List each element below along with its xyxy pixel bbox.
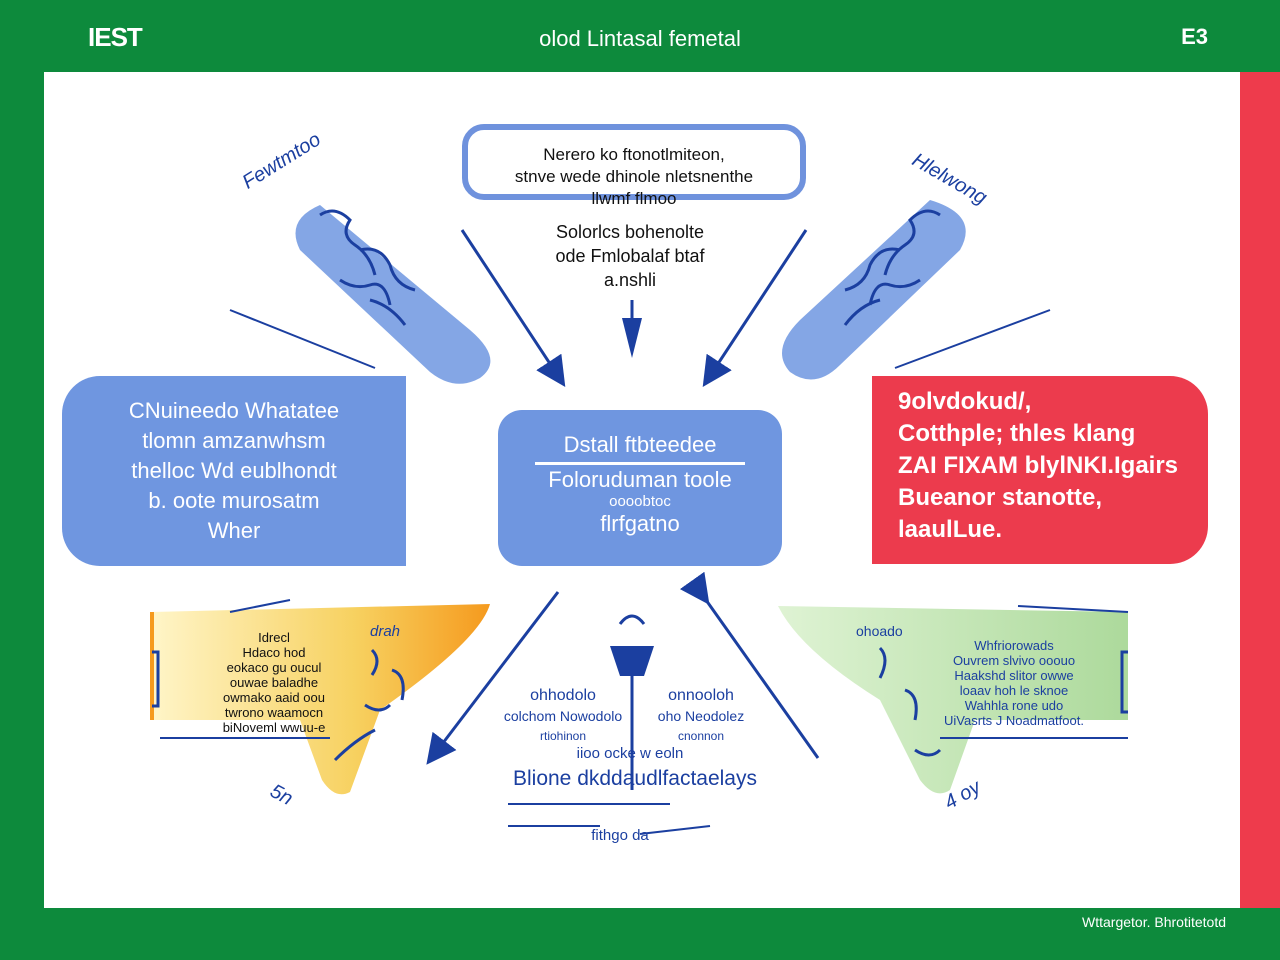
page-title: olod Lintasal femetal	[539, 26, 741, 51]
right-box-line-4: Bueanor stanotte,	[898, 484, 1103, 511]
green-wedge-scribbles	[878, 646, 942, 757]
top-description-line-3: a.nshli	[603, 270, 657, 290]
left-box-line-4: b. oote murosatm	[148, 488, 320, 513]
left-connector-line	[229, 309, 376, 369]
left-panel-line-3: ouwae baladhe	[229, 675, 319, 690]
arrow-top-left	[460, 229, 566, 388]
arrow-bottom-left	[426, 591, 560, 765]
header-bar	[0, 0, 1280, 72]
right-panel-line-3: Haakshd slitor owwe	[954, 668, 1074, 683]
center-box-line-3: oooobtoc	[609, 493, 671, 510]
left-panel-text: Idrecl Hdaco hod eokaco gu oucul ouwae b…	[204, 630, 344, 735]
center-box-divider	[535, 462, 745, 465]
center-box-line-4: flrfgatno	[600, 511, 680, 536]
right-panel-line-4: loaav hoh le sknoe	[959, 683, 1069, 698]
bottom-small-line: fithgo da	[591, 827, 649, 844]
bottom-left-line-2: colchom Nowodolo	[503, 708, 623, 724]
arrow-top-right	[702, 229, 808, 388]
footer-credit: Wttargetor. Bhrotitetotd	[1082, 914, 1226, 930]
left-panel-title: Idrecl	[258, 630, 290, 645]
left-panel-tag: drah	[370, 623, 401, 640]
right-box-line-1: 9olvdokud/,	[898, 388, 1032, 415]
bottom-right-line-2: oho Neodolez	[657, 708, 745, 724]
bottom-left-text: ohhodolo colchom Nowodolo rtiohinon	[498, 686, 628, 746]
top-right-scribbles	[843, 209, 941, 326]
right-panel-line-2: Ouvrem slvivo ooouo	[952, 653, 1076, 668]
top-description-line-2: ode Fmlobalaf btaf	[555, 246, 705, 266]
center-box-line-2: Foloruduman toole	[548, 467, 732, 492]
top-callout-line-1: Nerero ko ftonotlmiteon,	[543, 145, 725, 164]
right-connector-line	[894, 309, 1051, 369]
right-box-line-5: laaulLue.	[898, 516, 1003, 543]
bottom-right-line-1: onnooloh	[668, 687, 734, 704]
left-panel-line-4: owmako aaid oou	[223, 690, 325, 705]
right-panel-line-6: UiVasrts J Noadmatfoot.	[944, 713, 1084, 728]
left-box-line-3: thelloc Wd eublhondt	[131, 458, 337, 483]
bottom-right-line-3: cnonnon	[677, 729, 725, 743]
right-info-box: 9olvdokud/, Cotthple; thles klang ZAI FI…	[872, 376, 1208, 564]
arrow-bottom-right	[679, 571, 820, 759]
yellow-wedge	[152, 604, 490, 795]
left-panel-line-1: Hdaco hod	[242, 645, 306, 660]
top-callout-line-2: stnve wede dhinole nletsnenthe	[514, 167, 754, 186]
right-panel-text: Whfriorowads Ouvrem slvivo ooouo Haakshd…	[924, 638, 1104, 728]
top-description-line-1: Solorlcs bohenolte	[555, 222, 705, 242]
center-hub-box: Dstall ftbteedee Foloruduman toole oooob…	[498, 410, 782, 566]
top-callout-line-3: llwmf flmoo	[591, 189, 677, 208]
left-panel-line-2: eokaco gu oucul	[226, 660, 322, 675]
center-box-line-1: Dstall ftbteedee	[563, 432, 717, 457]
left-panel-line-5: twrono waamocn	[224, 705, 324, 720]
left-info-box: CNuineedo Whatatee tlomn amzanwhsm thell…	[62, 376, 406, 566]
corner-badge: E3	[1181, 24, 1208, 49]
bottom-left-line-3: rtiohinon	[539, 729, 587, 743]
arrow-top-down-head	[622, 318, 642, 358]
bottom-wide-line: Blione dkddaudlfactaelays	[512, 767, 757, 790]
top-description: Solorlcs bohenolte ode Fmlobalaf btaf a.…	[470, 220, 790, 292]
logo: IEST	[88, 22, 143, 52]
bottom-right-text: onnooloh oho Neodolez cnonnon	[636, 686, 766, 746]
right-panel-line-5: Wahhla rone udo	[964, 698, 1064, 713]
top-left-scribbles	[319, 209, 416, 326]
left-box-line-1: CNuineedo Whatatee	[128, 398, 340, 423]
bottom-mid-line: iioo ocke w eoln	[576, 745, 684, 762]
right-accent-stripe	[1240, 72, 1280, 908]
left-box-line-5: Wher	[207, 518, 261, 543]
yellow-wedge-scribbles	[333, 648, 405, 762]
green-wedge	[778, 606, 1128, 794]
top-left-pointer	[295, 205, 491, 384]
right-panel-line-1: Whfriorowads	[974, 638, 1054, 653]
left-box-line-2: tlomn amzanwhsm	[142, 428, 326, 453]
right-panel-title: ohoado	[856, 623, 903, 639]
left-panel-line-6: biNoveml wwuu-e	[222, 720, 326, 735]
top-callout-box: Nerero ko ftonotlmiteon, stnve wede dhin…	[462, 124, 806, 208]
bottom-left-line-1: ohhodolo	[530, 687, 596, 704]
right-box-line-2: Cotthple; thles klang	[898, 420, 1136, 447]
right-box-line-3: ZAI FIXAM blylNKI.Igairs	[898, 452, 1179, 479]
arrow-bottom-up-head	[610, 646, 654, 676]
